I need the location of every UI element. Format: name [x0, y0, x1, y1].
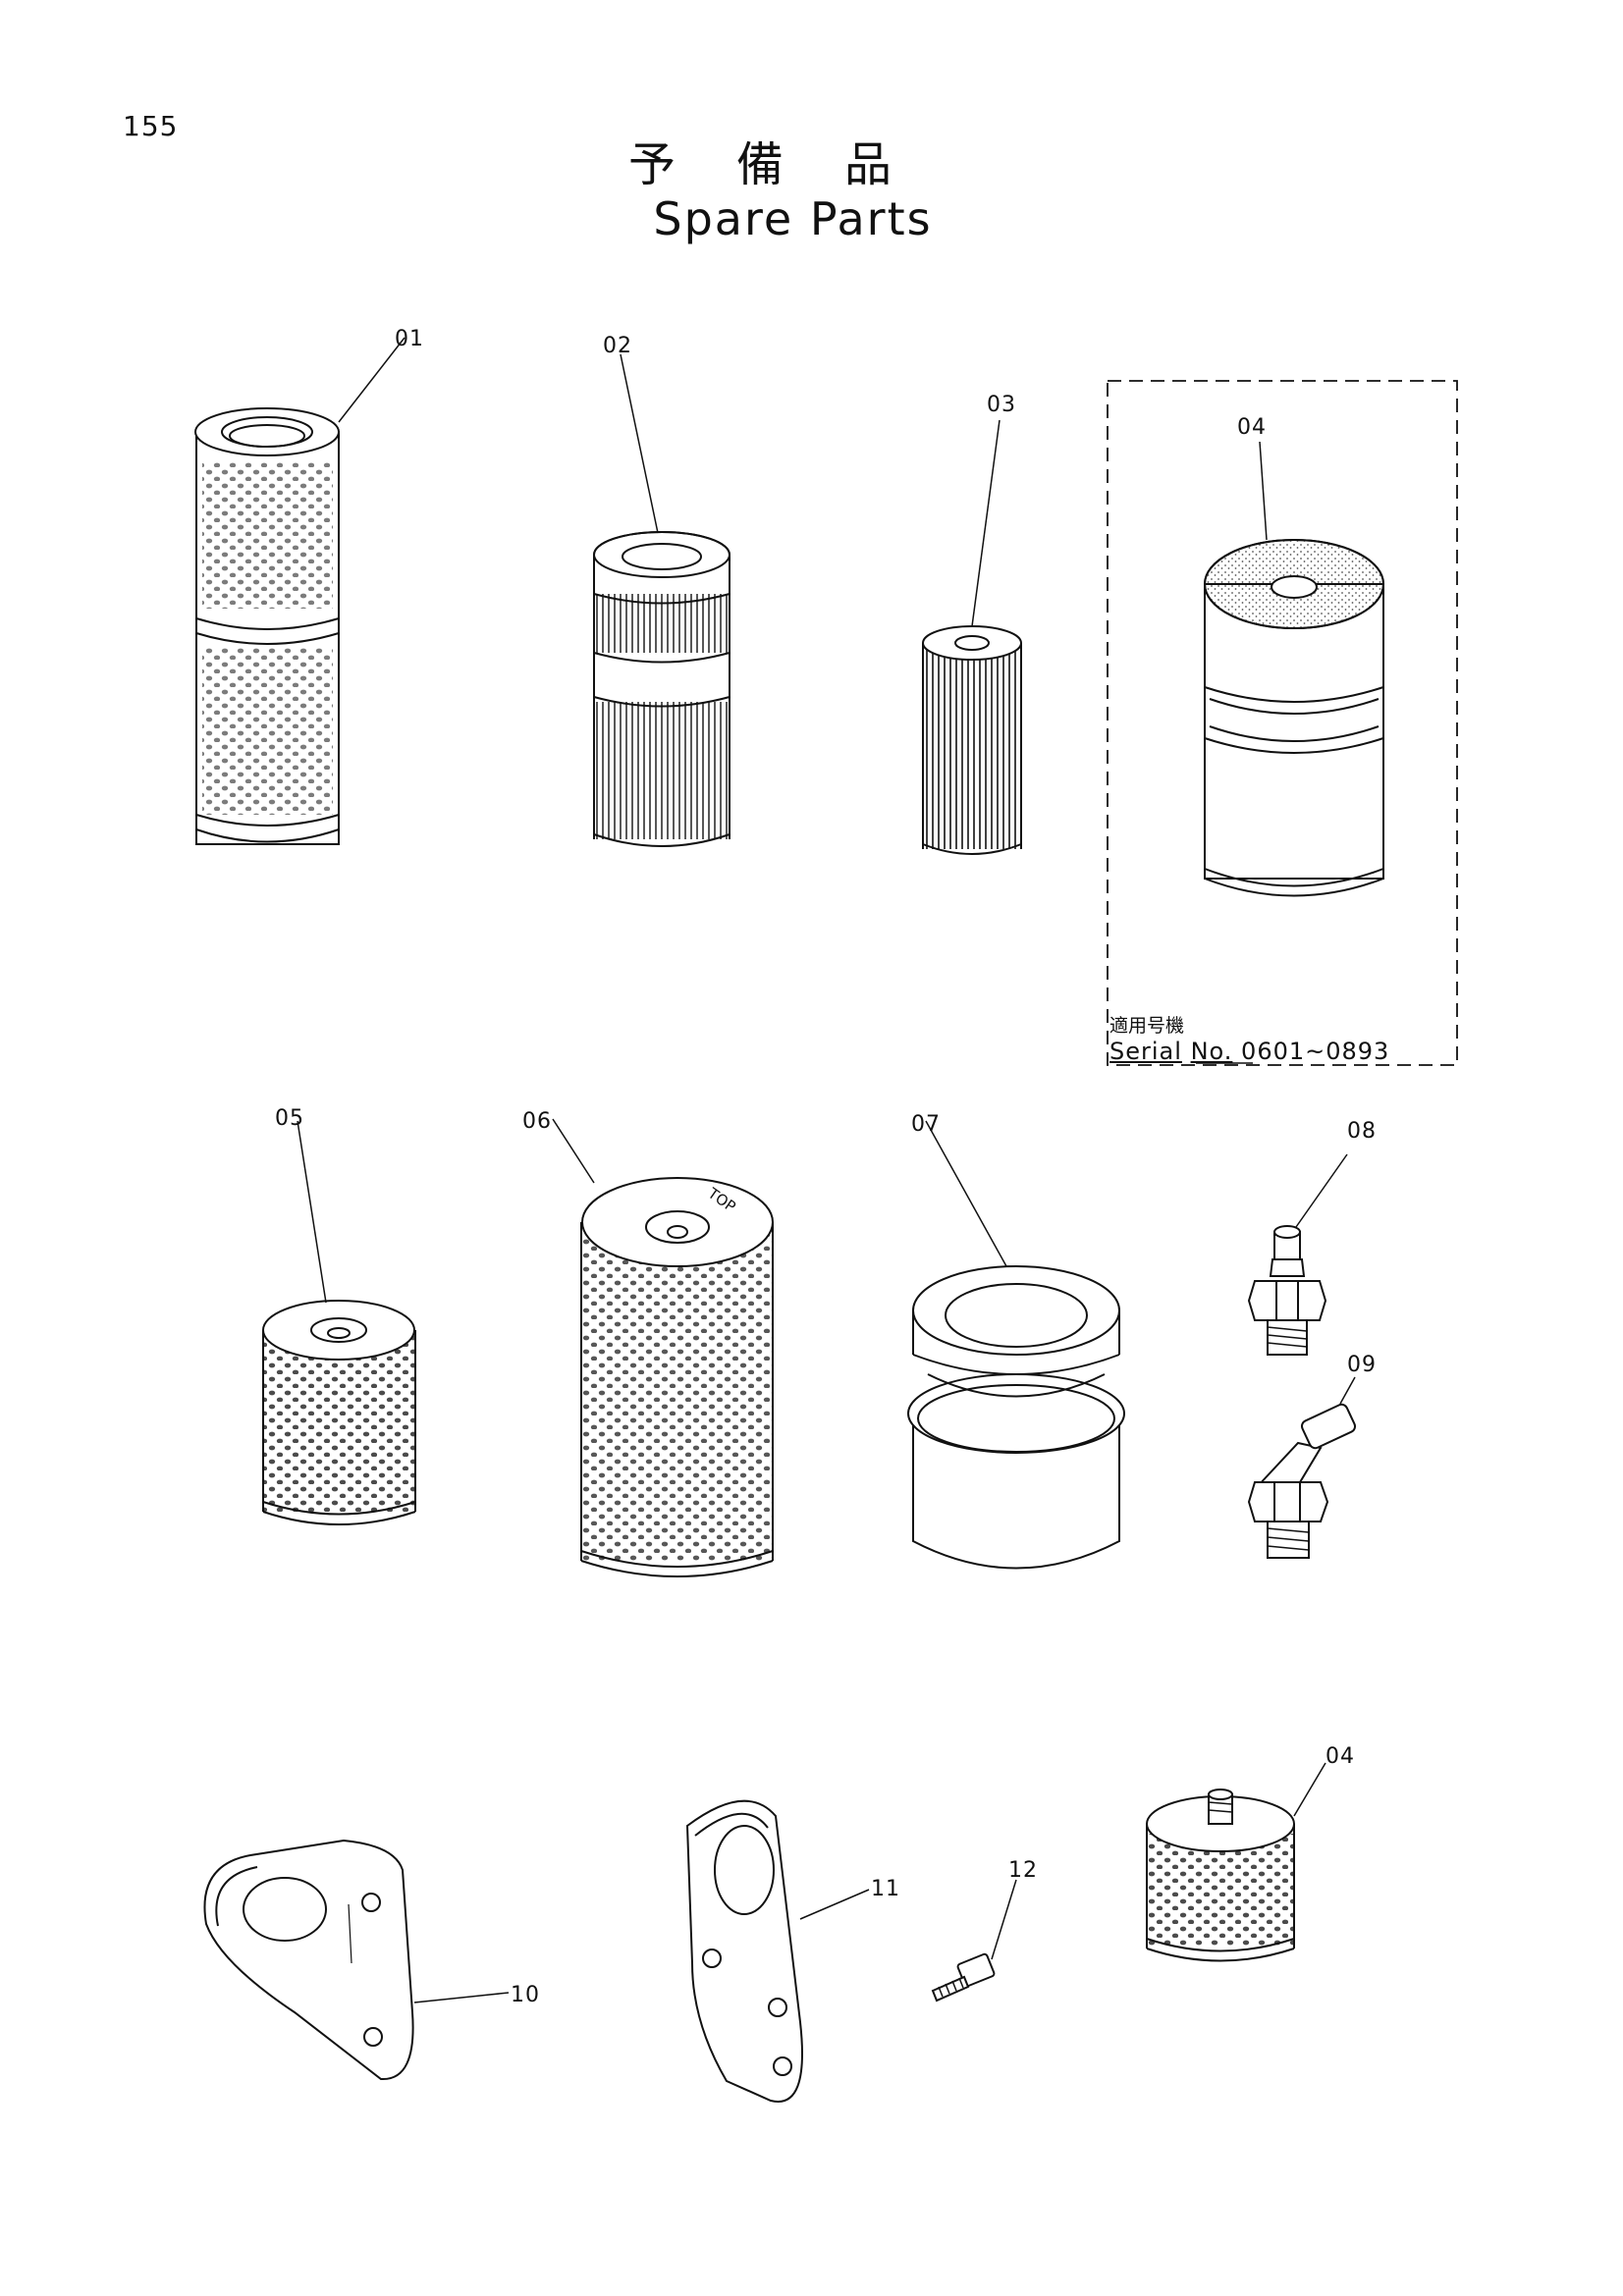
part-07-filter-bowl — [908, 1121, 1124, 1569]
serial-range-value: 0601~0893 — [1241, 1038, 1390, 1065]
applicability-label: 適用号機 — [1109, 1015, 1185, 1037]
serial-range: Serial No. 0601~0893 — [1109, 1038, 1389, 1065]
callout-12: 12 — [1008, 1858, 1038, 1883]
part-06-tall-perforated-filter — [553, 1119, 773, 1576]
part-10-bracket — [204, 1841, 509, 2079]
page-number: 155 — [123, 110, 179, 142]
part-09-grease-nipple-angled — [1249, 1377, 1357, 1558]
callout-11: 11 — [871, 1877, 900, 1901]
callout-02: 02 — [603, 334, 632, 358]
part-02-pleated-filter — [594, 354, 730, 846]
callout-04-top: 04 — [1237, 415, 1267, 440]
part-05-perforated-filter — [263, 1121, 415, 1524]
callout-03: 03 — [987, 393, 1016, 417]
part-01-filter-element — [195, 338, 405, 844]
callout-07: 07 — [911, 1112, 941, 1137]
part-04-small-perforated-filter — [1147, 1763, 1325, 1961]
callout-09: 09 — [1347, 1353, 1377, 1377]
serial-label: Serial — [1109, 1038, 1182, 1065]
callout-08: 08 — [1347, 1119, 1377, 1144]
title-english: Spare Parts — [653, 192, 933, 245]
part-12-bolt — [933, 1880, 1016, 2001]
part-03-small-pleated-filter — [923, 420, 1021, 854]
callout-06: 06 — [522, 1109, 552, 1134]
part-04-stacked-filter — [1205, 442, 1383, 896]
part-08-grease-nipple-straight — [1249, 1154, 1347, 1355]
serial-no-label: No. — [1190, 1038, 1233, 1065]
callout-10: 10 — [511, 1983, 540, 2007]
serial-range-box — [1108, 381, 1457, 1065]
part-11-plate — [687, 1801, 869, 2102]
title-japanese: 予備品 — [627, 137, 952, 192]
callout-05: 05 — [275, 1106, 304, 1131]
callout-04-bottom: 04 — [1325, 1744, 1355, 1769]
callout-01: 01 — [395, 327, 424, 351]
